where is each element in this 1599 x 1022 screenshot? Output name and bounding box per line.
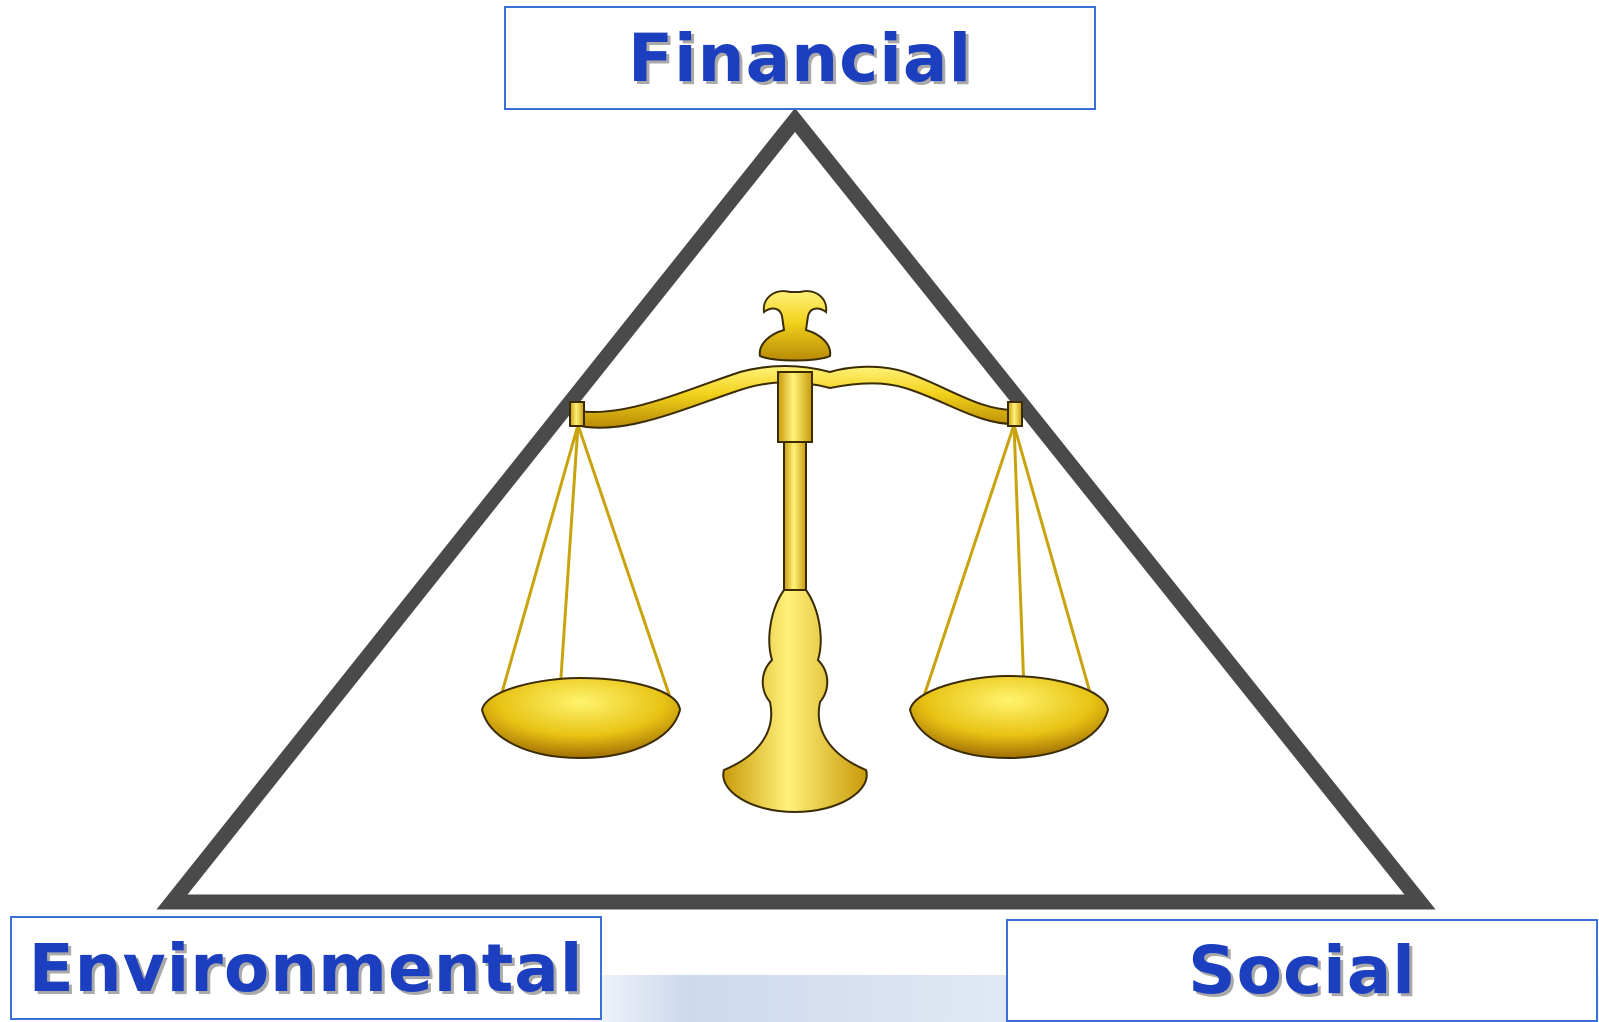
environmental-label: Environmental: [28, 929, 584, 1007]
left-scale-pan: [480, 676, 682, 760]
right-scale-pan: [908, 674, 1110, 760]
social-label: Social: [1188, 932, 1416, 1009]
balance-scale-icon: [480, 290, 1110, 814]
financial-label-box: Financial: [504, 6, 1096, 110]
left-chains: [495, 424, 675, 711]
scale-pillar: [783, 441, 807, 593]
scale-pillar-base: [722, 589, 868, 814]
social-label-box: Social: [1006, 919, 1598, 1022]
financial-label: Financial: [627, 19, 973, 97]
scale-finial: [758, 290, 832, 362]
right-chains: [918, 424, 1097, 711]
environmental-label-box: Environmental: [10, 916, 602, 1020]
scale-pillar-head: [777, 371, 813, 443]
triangle-outline: [156, 107, 1436, 910]
left-beam-hook: [569, 401, 585, 427]
right-beam-hook: [1007, 401, 1023, 427]
